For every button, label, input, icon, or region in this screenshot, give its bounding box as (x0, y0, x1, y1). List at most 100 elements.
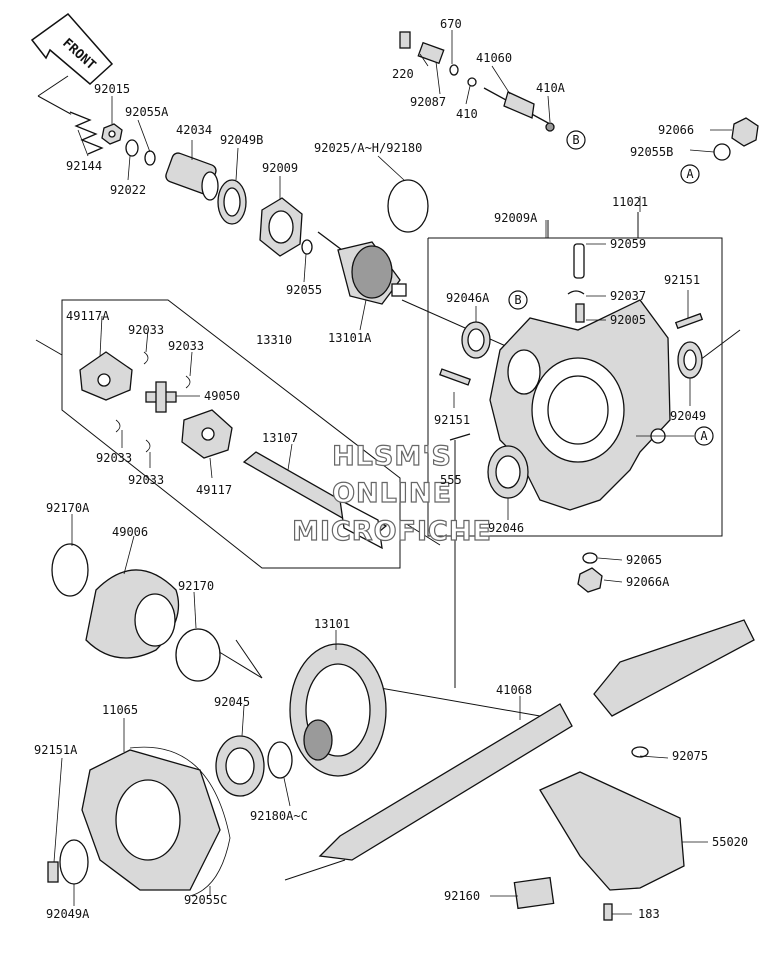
part-label: 220 (392, 67, 414, 81)
stud-92151 (674, 312, 704, 330)
part-label: 92151 (664, 273, 700, 287)
svg-text:A: A (700, 429, 708, 443)
watermark: HLSM'S ONLINE MICROFICHE (291, 440, 492, 547)
watermark-line-3: MICROFICHE (292, 516, 492, 547)
leader-lines (53, 30, 732, 915)
shaft-41068 (318, 619, 755, 861)
part-label: 92009A (494, 211, 538, 225)
bearing-92046 (487, 445, 529, 499)
part-label: 92055A (125, 105, 169, 119)
part-label: 49050 (204, 389, 240, 403)
nut-92009 (259, 197, 303, 257)
part-label: 92049 (670, 409, 706, 423)
bearing-92046a (461, 321, 491, 359)
spring-92144 (69, 111, 104, 155)
front-arrow-icon: FRONT (30, 12, 114, 85)
stud-92151-b (439, 368, 471, 386)
gear-13101 (289, 643, 387, 777)
part-label: 92033 (168, 339, 204, 353)
cross-49050 (145, 381, 177, 413)
part-label: 49006 (112, 525, 148, 539)
shim-92025 (387, 179, 429, 233)
bearing-92045 (215, 735, 265, 797)
oring-92055a (144, 150, 156, 166)
ref-mark-a-top: A (680, 164, 700, 184)
part-label: 92160 (444, 889, 480, 903)
part-label: 49117 (196, 483, 232, 497)
part-label: 13310 (256, 333, 292, 347)
part-label: 92055B (630, 145, 673, 159)
part-label: 92075 (672, 749, 708, 763)
part-label: 92049A (46, 907, 90, 921)
svg-text:B: B (514, 293, 521, 307)
part-label: 92065 (626, 553, 662, 567)
nut-92015 (101, 123, 123, 145)
part-label: 92015 (94, 82, 130, 96)
boot-49006 (51, 543, 221, 682)
bolt-183 (603, 903, 613, 921)
part-label: 41068 (496, 683, 532, 697)
washer-92065 (582, 552, 598, 564)
part-label: 13101A (328, 331, 372, 345)
oring-92055 (301, 239, 313, 255)
part-label: 92046 (488, 521, 524, 535)
yoke-49117a (79, 351, 133, 401)
bolt-92151a (47, 861, 59, 883)
part-label: 42034 (176, 123, 212, 137)
part-label: 13101 (314, 617, 350, 631)
cover-11065 (59, 746, 231, 897)
part-label: 92033 (96, 451, 132, 465)
part-label: 92046A (446, 291, 490, 305)
plug-92066a (577, 567, 603, 593)
ref-mark-b-case: B (508, 290, 528, 310)
shaft-13107 (242, 451, 388, 550)
part-label: 670 (440, 17, 462, 31)
part-label: 92059 (610, 237, 646, 251)
ref-mark-b-top: B (566, 130, 586, 150)
gearcase-11021 (489, 299, 671, 511)
part-label: 41060 (476, 51, 512, 65)
shim-92180a (267, 741, 293, 779)
part-label: 92066A (626, 575, 670, 589)
part-label: 11065 (102, 703, 138, 717)
part-label: 11021 (612, 195, 648, 209)
part-label: 555 (440, 473, 462, 487)
part-label: 92151 (434, 413, 470, 427)
svg-text:B: B (572, 133, 579, 147)
part-label: 92025/A~H/92180 (314, 141, 422, 155)
part-label: 92170 (178, 579, 214, 593)
part-label: 92005 (610, 313, 646, 327)
part-label: 92049B (220, 133, 263, 147)
part-label: 55020 (712, 835, 748, 849)
part-label: 49117A (66, 309, 110, 323)
ref-mark-a-case: A (694, 426, 714, 446)
coupler-42034 (165, 152, 219, 201)
part-label: 13107 (262, 431, 298, 445)
plug-92066 (713, 117, 759, 161)
part-label: 92066 (658, 123, 694, 137)
part-label: 410A (536, 81, 566, 95)
part-label: 92022 (110, 183, 146, 197)
block-92160 (513, 876, 555, 910)
watermark-line-2: ONLINE (332, 478, 452, 509)
part-label: 410 (456, 107, 478, 121)
washer-92022 (125, 139, 139, 157)
watermark-line-1: HLSM'S (332, 441, 452, 472)
part-label: 92170A (46, 501, 90, 515)
speedo-parts (399, 31, 555, 132)
yoke-49117 (181, 409, 233, 459)
seal-92049 (677, 341, 703, 379)
svg-text:A: A (686, 167, 694, 181)
part-label: 92087 (410, 95, 446, 109)
part-label: 92055 (286, 283, 322, 297)
part-label: 92180A~C (250, 809, 308, 823)
part-label: 183 (638, 907, 660, 921)
part-label: 92033 (128, 323, 164, 337)
pinion-13101a (317, 231, 407, 305)
pins-92059 (567, 243, 585, 323)
part-labels: 92015 92055A 42034 92049B 92009 92144 92… (34, 17, 748, 921)
part-label: 92045 (214, 695, 250, 709)
part-label: 92033 (128, 473, 164, 487)
part-label: 92151A (34, 743, 78, 757)
